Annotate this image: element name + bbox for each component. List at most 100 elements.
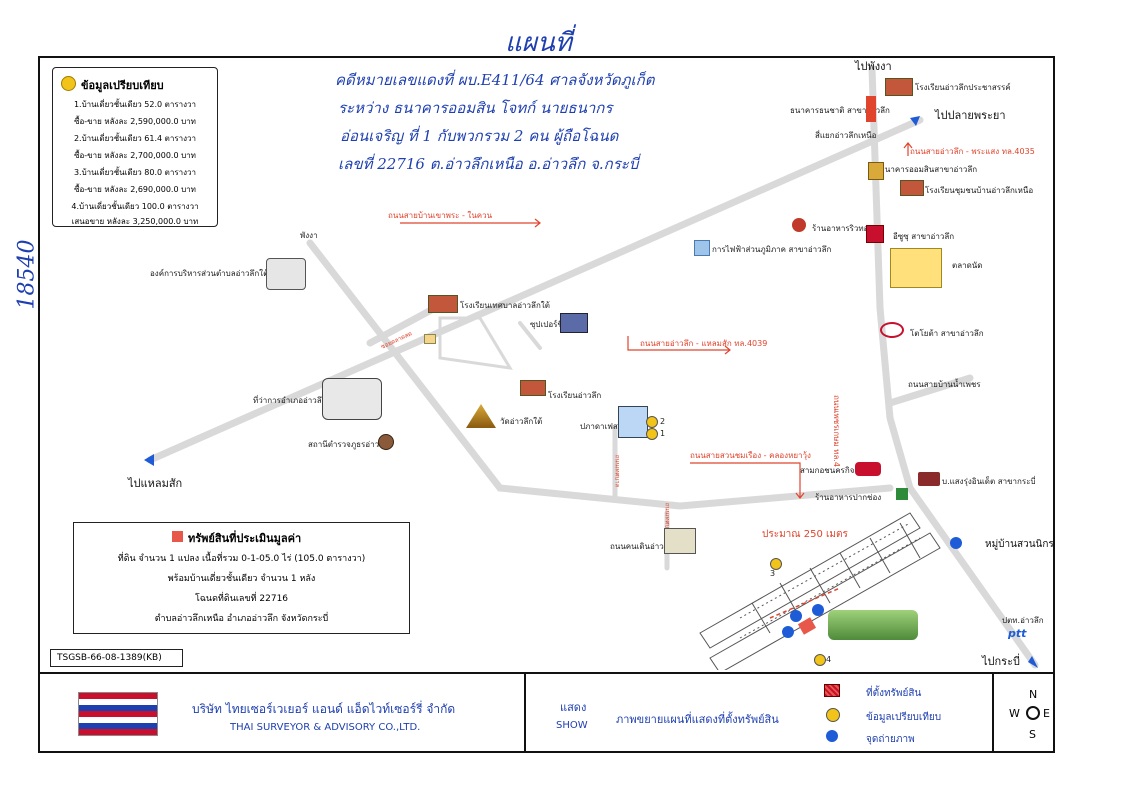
- label-district-office: ที่ว่าการอำเภออ่าวลึก: [253, 396, 327, 405]
- bus-icon: [918, 472, 940, 486]
- comparison-dot-icon: [61, 76, 76, 91]
- label-pea: การไฟฟ้าส่วนภูมิภาค สาขาอ่าวลึก: [712, 245, 832, 254]
- label-walking-street: ถนนคนเดินอ่าวลึก: [610, 542, 674, 551]
- market-vendor-icon: [664, 528, 696, 554]
- comparison-marker-icon: [646, 416, 658, 428]
- compass-n: N: [1029, 688, 1038, 701]
- handwritten-note-line: คดีหมายเลขแดงที่ ผบ.E411/64 ศาลจังหวัดภู…: [335, 71, 655, 89]
- house-icon: [618, 406, 648, 438]
- ref-code: TSGSB-66-08-1389(KB): [57, 653, 162, 663]
- road-laem-sak: [146, 116, 924, 464]
- bank-icon: [866, 96, 876, 122]
- subdivision-grid: [699, 512, 941, 670]
- house-icon: [424, 334, 436, 344]
- label-road-phetkasem: ถนนเพชรเกษม ทล.4: [832, 395, 841, 467]
- label-school-ao-luek: โรงเรียนอ่าวลึก: [548, 391, 602, 400]
- handwritten-side-number: 18540: [14, 239, 40, 310]
- label-to-plai-phraya: ไปปลายพระยา: [935, 109, 1006, 122]
- road-nam-phet: [886, 374, 974, 407]
- market-icon: [890, 248, 942, 288]
- company-name-th: บริษัท ไทยเซอร์เวเยอร์ แอนด์ แอ็ดไวท์เซอ…: [192, 702, 456, 716]
- label-intersection: สี่แยกอ่าวลึกเหนือ: [815, 131, 877, 140]
- label-police: สถานีตำรวจภูธรอ่าวลึก: [308, 440, 389, 449]
- legend-photo-label: จุดถ่ายภาพ: [866, 734, 915, 745]
- label-approx-distance: ประมาณ 250 เมตร: [762, 529, 848, 540]
- label-phangnga-small: พังงา: [300, 231, 318, 240]
- road-side-1: [366, 304, 439, 347]
- label-tao: องค์การบริหารส่วนตำบลอ่าวลึกใต้: [150, 269, 269, 278]
- district-office-icon: [322, 378, 382, 420]
- label-pakasit: ปภาดาเฟส2: [580, 422, 623, 431]
- legend-comparison-icon: [826, 708, 840, 722]
- property-line: โฉนดที่ดินเลขที่ 22716: [194, 594, 289, 604]
- road-side-2: [438, 316, 513, 370]
- comparison-marker-icon: [646, 428, 658, 440]
- comparison-marker-number: 1: [660, 429, 666, 438]
- comparison-line: เสนอขาย หลังละ 3,250,000.0 บาท: [71, 217, 199, 226]
- comparison-line: 1.บ้านเดี่ยวชั้นเดียว 52.0 ตารางวา: [73, 100, 197, 109]
- label-ptt: ปตท.อ่าวลึก: [1002, 616, 1044, 625]
- label-market: ตลาดนัด: [952, 261, 983, 270]
- comparison-marker-icon: [770, 558, 782, 570]
- comparison-marker-number: 3: [770, 569, 776, 578]
- school-icon: [900, 180, 924, 196]
- tao-icon: [266, 258, 306, 290]
- ptt-logo: ptt: [1008, 627, 1027, 640]
- footer: บริษัท ไทยเซอร์เวเยอร์ แอนด์ แอ็ดไวท์เซอ…: [40, 672, 1053, 753]
- compass-icon: [1026, 706, 1040, 720]
- label-wat: วัดอ่าวลึกใต้: [500, 417, 543, 426]
- car-icon: [855, 462, 881, 476]
- map-frame: [38, 56, 1055, 753]
- company-logo: [78, 692, 158, 736]
- legend-photo-icon: [826, 730, 838, 742]
- comparison-marker-icon: [814, 654, 826, 666]
- pea-icon: [694, 240, 710, 256]
- label-to-krabi: ไปกระบี่: [982, 655, 1020, 668]
- school-icon: [885, 78, 913, 96]
- label-road-phrasaeng: ถนนสายอ่าวลึก - พระแสง ทล.4035: [910, 147, 1035, 156]
- gsb-icon: [868, 162, 884, 180]
- road-phetkasem: [868, 64, 1039, 669]
- school-icon: [520, 380, 546, 396]
- show-th: แสดง: [560, 701, 587, 714]
- photo-point-icon: [782, 626, 794, 638]
- road-side-5: [518, 321, 542, 350]
- label-side-road-2: ถนนเทศบาล: [613, 454, 621, 488]
- school-icon: [428, 295, 458, 313]
- comparison-line: ซื้อ-ขาย หลังละ 2,700,000.0 บาท: [74, 151, 196, 160]
- footer-divider: [524, 674, 526, 753]
- label-bank-gsb: ธนาคารออมสินสาขาอ่าวลึก: [880, 165, 978, 174]
- distance-line: [769, 587, 841, 619]
- company-name-en: THAI SURVEYOR & ADVISORY CO.,LTD.: [230, 722, 421, 733]
- compass-e: E: [1043, 707, 1050, 720]
- compass-s: S: [1029, 728, 1036, 741]
- handwritten-note-line: อ่อนเจริญ ที่ 1 กับพวกรวม 2 คน ผู้ถือโฉน…: [340, 127, 619, 145]
- property-line: ตำบลอ่าวลึกเหนือ อำเภออ่าวลึก จังหวัดกระ…: [154, 614, 329, 624]
- building-icon: [560, 313, 588, 333]
- label-restaurant-pak: ร้านอาหารปากช่อง: [815, 493, 882, 502]
- comparison-marker-number: 4: [826, 655, 832, 664]
- handwritten-note-line: ระหว่าง ธนาคารออมสิน โจทก์ นายธนากร: [338, 99, 613, 117]
- comparison-title: ข้อมูลเปรียบเทียบ: [81, 79, 164, 92]
- compass-w: W: [1009, 707, 1020, 720]
- comparison-marker-number: 2: [660, 417, 666, 426]
- legend-property-label: ที่ตั้งทรัพย์สิน: [866, 688, 922, 699]
- label-road-nam-phet: ถนนสายบ้านน้ำเพชร: [908, 380, 981, 389]
- label-bus: บ.แสงรุ่งอินเด็ต สาขากระบี่: [942, 477, 1036, 486]
- ref-code-box: TSGSB-66-08-1389(KB): [50, 649, 183, 667]
- property-title: ทรัพย์สินที่ประเมินมูลค่า: [188, 532, 302, 545]
- label-village: หมู่บ้านสวนนิกร: [985, 539, 1054, 550]
- legend-comparison-label: ข้อมูลเปรียบเทียบ: [866, 712, 942, 723]
- footer-divider: [992, 674, 994, 753]
- label-toyota: โตโยต้า สาขาอ่าวลึก: [910, 329, 984, 338]
- property-box: ทรัพย์สินที่ประเมินมูลค่า ที่ดิน จำนวน 1…: [73, 522, 410, 634]
- comparison-line: 4.บ้านเดี่ยวชั้นเดียว 100.0 ตารางวา: [71, 202, 199, 211]
- property-line: พร้อมบ้านเดี่ยวชั้นเดียว จำนวน 1 หลัง: [167, 574, 316, 584]
- restaurant-icon: [792, 218, 806, 232]
- label-school-community: โรงเรียนชุมชนบ้านอ่าวลึกเหนือ: [925, 186, 1034, 195]
- handwritten-title: แผนที่: [505, 28, 572, 58]
- toyota-icon: [880, 322, 904, 338]
- photo-point-icon: [812, 604, 824, 616]
- property-marker: [797, 617, 817, 635]
- road-khao-phra: [306, 239, 894, 510]
